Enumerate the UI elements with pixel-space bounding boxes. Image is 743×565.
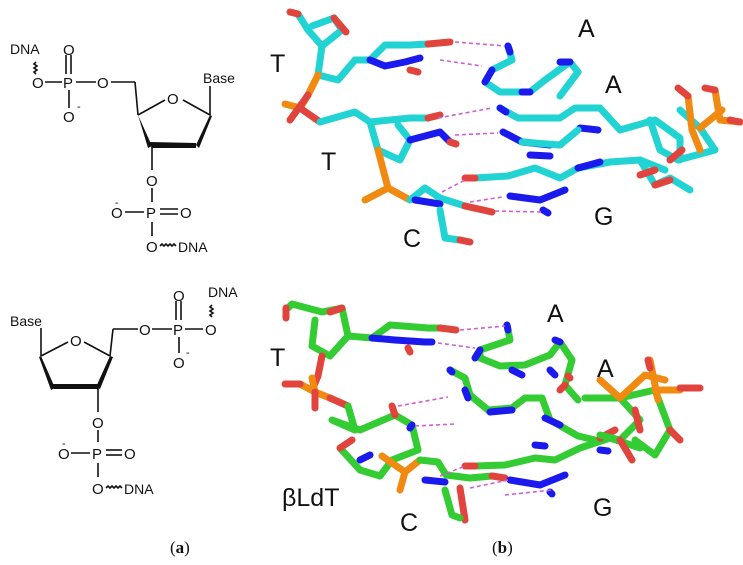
oxygen-label: O (97, 75, 109, 92)
label-g-bottom-model: G (593, 494, 613, 522)
oxygen-minus-label: O (111, 205, 123, 222)
oxygen-minus-label: O (63, 109, 75, 126)
oxygen-label: O (32, 75, 44, 92)
caption-a: (a) (170, 538, 190, 557)
label-c: C (403, 225, 422, 253)
oxygen-label: O (180, 205, 192, 222)
oxygen-label: O (146, 239, 158, 256)
oxygen-label: O (92, 481, 104, 498)
dna-model-modified (281, 300, 704, 524)
oxygen-label: O (205, 322, 217, 339)
dna-label: DNA (10, 41, 40, 57)
phosphorus-label: P (63, 75, 73, 92)
phosphorus-label: P (173, 322, 183, 339)
label-c-bottom-model: C (400, 509, 419, 537)
base-label: Base (203, 70, 235, 86)
dna-label: DNA (124, 481, 154, 497)
label-t-bottom-model: T (270, 344, 286, 372)
oxygen-minus-label: O (58, 446, 70, 463)
oxygen-minus-label: O (173, 355, 185, 372)
charge-minus: - (62, 438, 66, 450)
d-deoxyribose-structure: DNA O P O O - O O Base O O - P O O DNA (10, 41, 235, 256)
oxygen-label: O (173, 288, 185, 305)
caption-b: (b) (492, 538, 513, 557)
dna-label: DNA (178, 239, 208, 255)
label-beta-l-dt: βLdT (282, 484, 340, 512)
label-a-top: A (578, 15, 595, 43)
charge-minus: - (115, 197, 119, 209)
phosphorus-label: P (92, 446, 102, 463)
dna-model-natural (281, 8, 743, 246)
oxygen-label: O (63, 42, 75, 59)
label-g: G (594, 203, 614, 231)
panel-b: T T C A A G (260, 0, 743, 565)
dna-label: DNA (208, 284, 238, 300)
base-label: Base (10, 313, 42, 329)
label-t-middle: T (321, 148, 337, 176)
oxygen-label: O (146, 173, 158, 190)
label-a-top-bottom-model: A (547, 300, 564, 328)
phosphorus-label: P (146, 205, 156, 222)
oxygen-label: O (139, 322, 151, 339)
label-a-second-bottom-model: A (597, 355, 614, 383)
label-t-top: T (270, 50, 286, 78)
label-a-second: A (605, 71, 622, 99)
charge-minus: - (77, 101, 81, 113)
oxygen-label: O (124, 446, 136, 463)
l-deoxyribose-structure: Base O O P O O DNA O - O O - P O O DNA (10, 284, 238, 498)
panel-a: DNA O P O O - O O Base O O - P O O DNA (0, 0, 260, 565)
charge-minus: - (186, 347, 190, 359)
ring-oxygen-label: O (167, 91, 179, 108)
oxygen-label: O (92, 415, 104, 432)
ring-oxygen-label: O (70, 333, 82, 350)
